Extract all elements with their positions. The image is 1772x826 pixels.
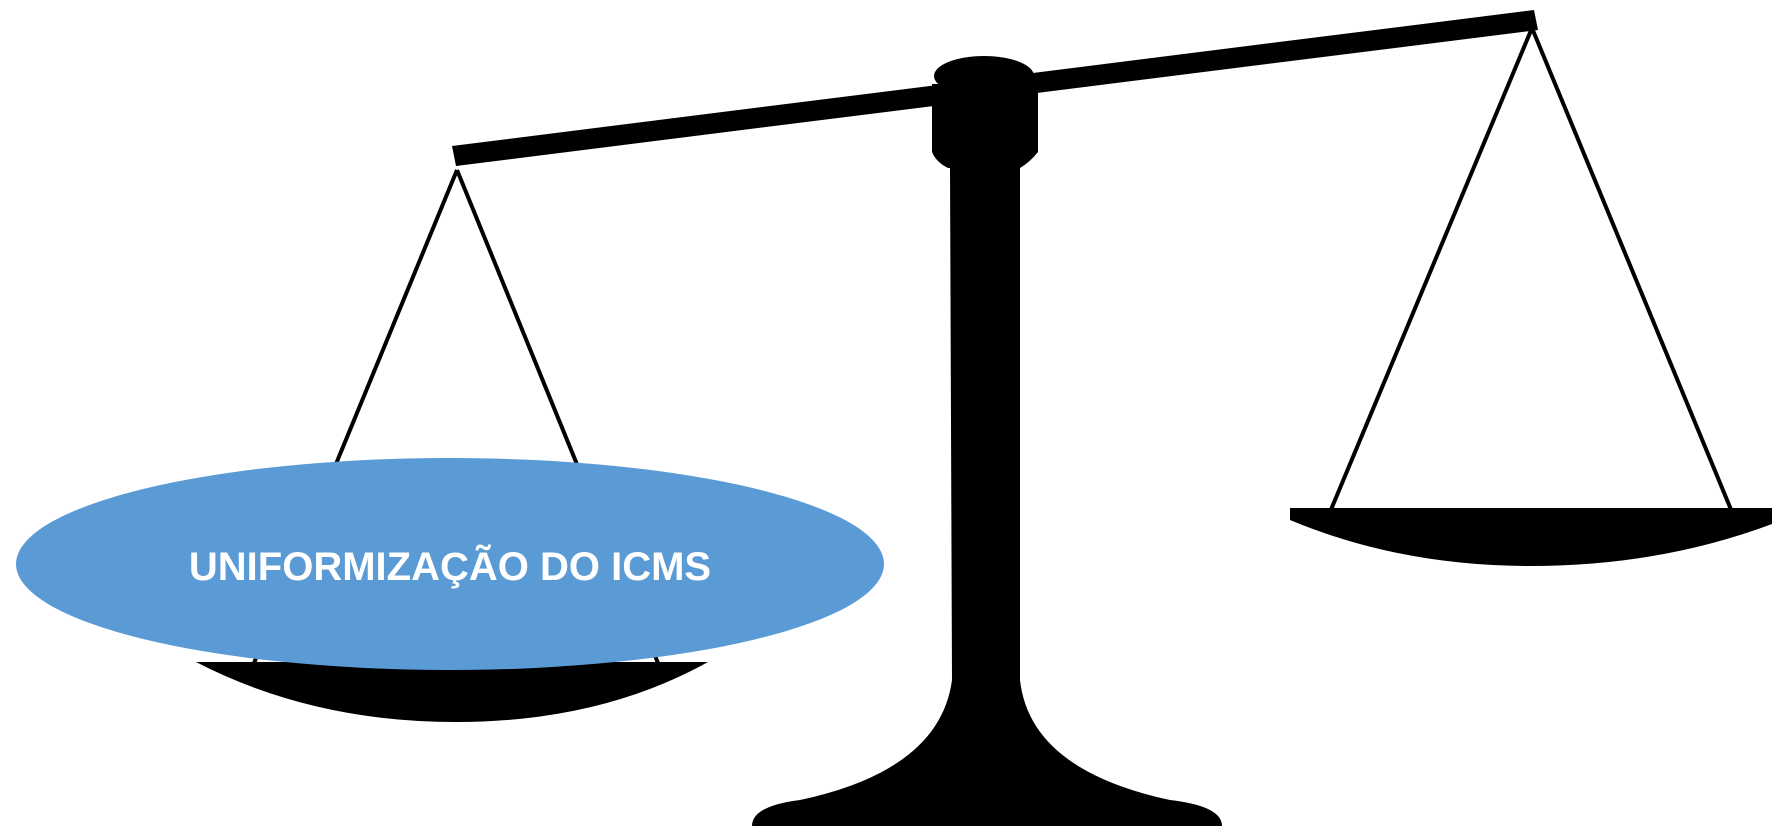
label-oval [16, 458, 884, 670]
right-pan-chain [1530, 27, 1734, 513]
left-pan [196, 662, 708, 722]
right-pan-chain [1328, 27, 1534, 513]
scale-column [752, 166, 1222, 826]
pivot-block [932, 84, 1038, 168]
label-text: UNIFORMIZAÇÃO DO ICMS [189, 543, 711, 589]
right-pan [1290, 508, 1772, 566]
